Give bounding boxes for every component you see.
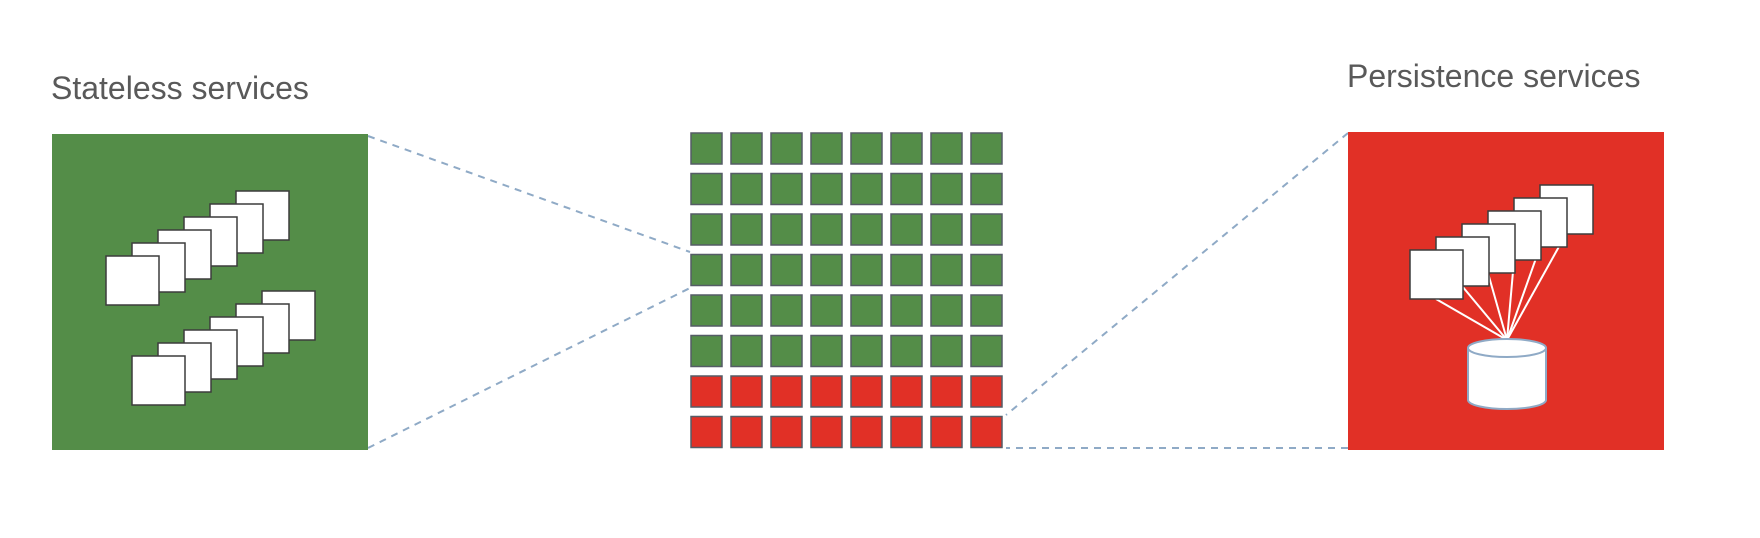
persistence-link-line <box>1506 233 1567 341</box>
connector-persistence-top <box>1005 132 1349 416</box>
service-instance-card <box>105 255 160 306</box>
stateless-service-tile <box>970 294 1003 327</box>
connector-lines <box>367 132 1349 449</box>
stateless-service-tile <box>770 172 803 206</box>
stateless-service-tile <box>930 132 963 165</box>
persistence-link-line <box>1506 246 1541 341</box>
persistence-service-tile <box>890 375 923 408</box>
stateless-service-tile <box>850 294 883 327</box>
stateless-service-tile <box>770 294 803 327</box>
persistence-service-tile <box>850 415 883 449</box>
persistence-service-tile <box>690 375 723 408</box>
stateless-service-tile <box>970 172 1003 206</box>
persistence-link-line <box>1461 285 1508 341</box>
connector-stateless-top <box>367 135 691 253</box>
stateless-service-tile <box>770 334 803 368</box>
stateless-service-tile <box>690 172 723 206</box>
stateless-service-tile <box>810 213 843 246</box>
stateless-services-title: Stateless services <box>51 70 309 106</box>
database-cylinder-icon <box>1467 338 1547 410</box>
stateless-service-tile <box>730 213 763 246</box>
stateless-service-tile <box>890 132 923 165</box>
stateless-service-tile <box>850 172 883 206</box>
stateless-service-tile <box>850 334 883 368</box>
stateless-service-tile <box>770 253 803 287</box>
stateless-service-tile <box>890 334 923 368</box>
persistence-services-title: Persistence services <box>1347 58 1641 94</box>
stateless-service-tile <box>970 253 1003 287</box>
persistence-services-panel <box>1348 132 1664 450</box>
persistence-service-tile <box>970 375 1003 408</box>
persistence-service-tile <box>730 375 763 408</box>
persistence-service-tile <box>890 415 923 449</box>
stateless-service-tile <box>890 213 923 246</box>
persistence-service-tile <box>850 375 883 408</box>
persistence-service-tile <box>730 415 763 449</box>
stateless-service-tile <box>970 334 1003 368</box>
stateless-service-tile <box>970 132 1003 165</box>
service-instance-card <box>1409 249 1464 300</box>
stateless-service-tile <box>690 213 723 246</box>
stateless-service-tile <box>690 253 723 287</box>
stateless-service-tile <box>890 253 923 287</box>
stateless-service-tile <box>730 132 763 165</box>
stateless-service-tile <box>930 253 963 287</box>
stateless-service-tile <box>770 132 803 165</box>
stateless-service-tile <box>730 334 763 368</box>
stateless-service-tile <box>930 172 963 206</box>
persistence-service-tile <box>970 415 1003 449</box>
persistence-link-lines <box>1435 233 1567 341</box>
persistence-link-line <box>1487 272 1508 341</box>
stateless-service-tile <box>810 253 843 287</box>
stateless-service-tile <box>810 334 843 368</box>
stateless-service-tile <box>770 213 803 246</box>
persistence-service-tile <box>810 375 843 408</box>
stateless-service-tile <box>690 294 723 327</box>
stateless-service-tile <box>730 294 763 327</box>
stateless-instance-stack-bottom <box>131 290 316 406</box>
persistence-instance-stack <box>1409 184 1594 300</box>
stateless-service-tile <box>810 294 843 327</box>
stateless-service-tile <box>930 334 963 368</box>
connector-stateless-bottom <box>367 287 691 449</box>
persistence-service-tile <box>690 415 723 449</box>
stateless-service-tile <box>850 253 883 287</box>
stateless-service-tile <box>850 213 883 246</box>
persistence-service-tile <box>770 415 803 449</box>
stateless-instance-stack-top <box>105 190 290 306</box>
stateless-service-tile <box>730 172 763 206</box>
stateless-service-tile <box>810 132 843 165</box>
persistence-service-tile <box>930 415 963 449</box>
stateless-service-tile <box>690 334 723 368</box>
stateless-service-tile <box>970 213 1003 246</box>
stateless-service-tile <box>930 213 963 246</box>
persistence-service-tile <box>770 375 803 408</box>
persistence-service-tile <box>810 415 843 449</box>
persistence-link-line <box>1435 298 1508 341</box>
stateless-services-panel <box>52 134 368 450</box>
stateless-service-tile <box>930 294 963 327</box>
service-tile-grid <box>690 132 1003 449</box>
service-instance-card <box>131 355 186 406</box>
stateless-service-tile <box>890 294 923 327</box>
stateless-service-tile <box>850 132 883 165</box>
stateless-service-tile <box>730 253 763 287</box>
stateless-service-tile <box>890 172 923 206</box>
stateless-service-tile <box>690 132 723 165</box>
stateless-panel-background <box>52 134 368 450</box>
stateless-service-tile <box>810 172 843 206</box>
persistence-service-tile <box>930 375 963 408</box>
